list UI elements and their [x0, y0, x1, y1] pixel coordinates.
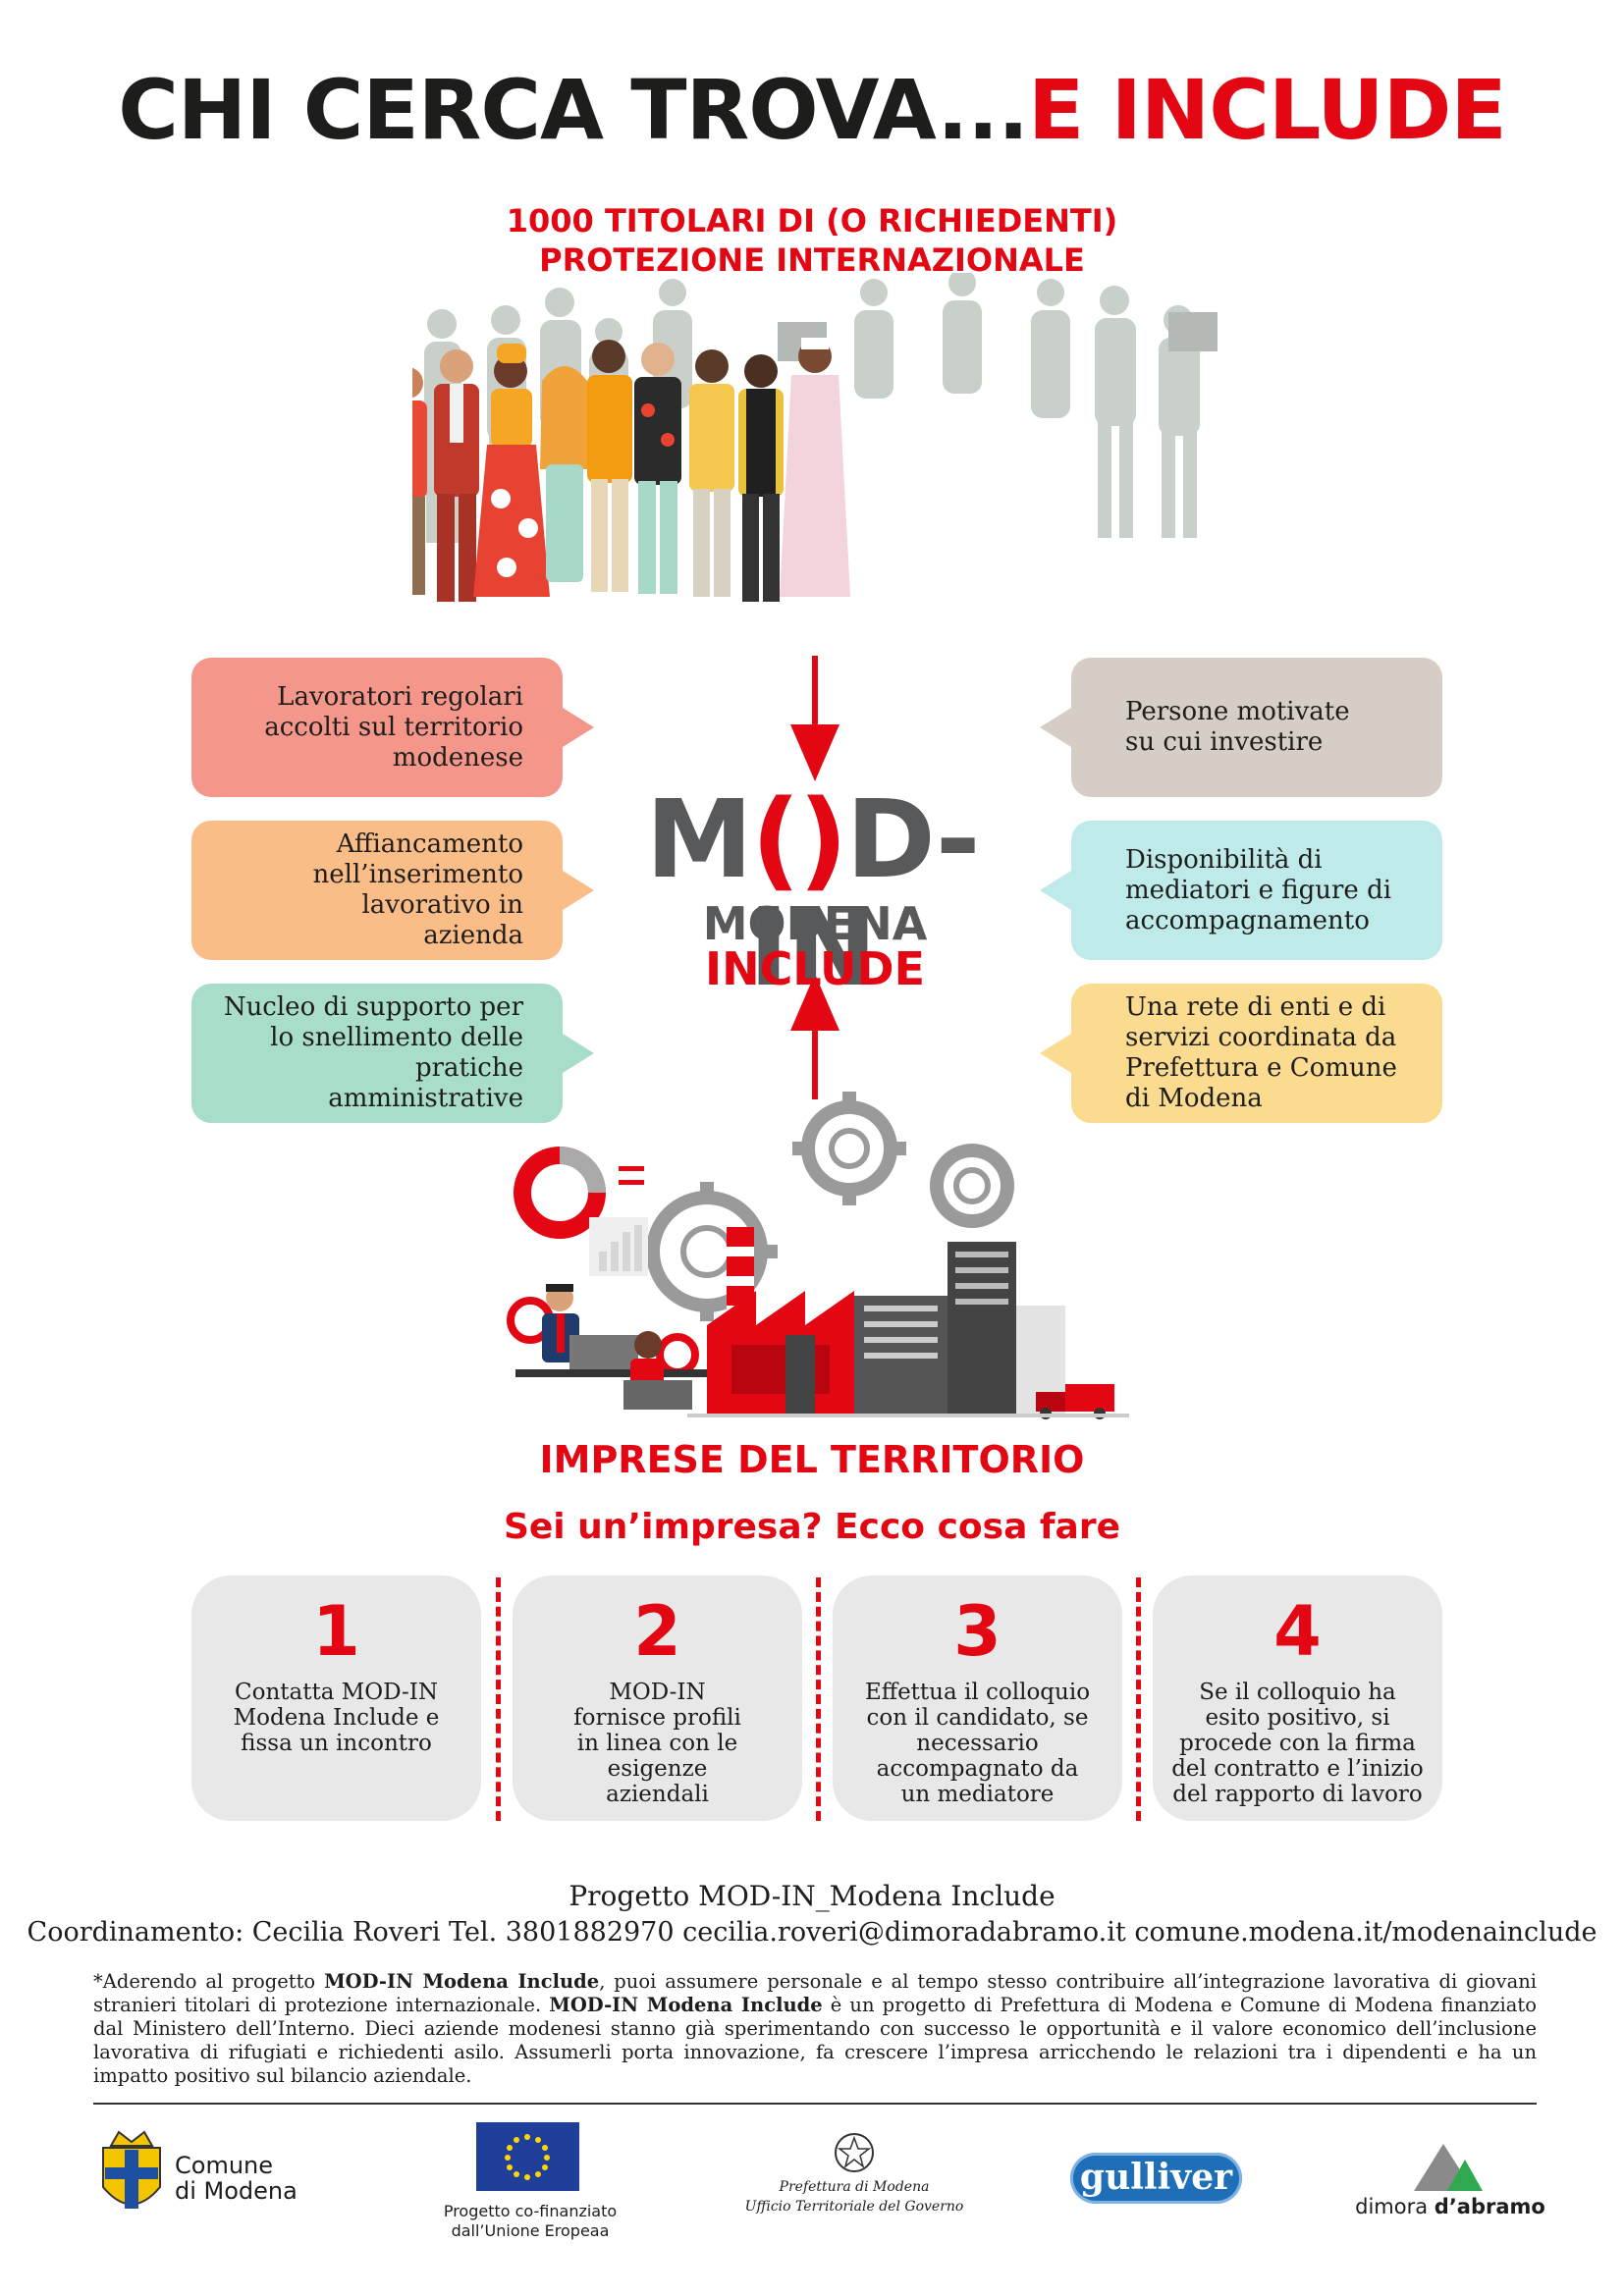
bar-chart-icon [589, 1217, 648, 1276]
left-box-lavoratori: Lavoratori regolari accolti sul territor… [191, 658, 594, 797]
subtitle: 1000 TITOLARI DI (O RICHIEDENTI) PROTEZI… [0, 201, 1624, 280]
office-worker [515, 1284, 722, 1410]
prefettura-logo-text: Prefettura di Modena Ufficio Territorial… [731, 2177, 977, 2216]
step-text: Effettua il colloquio con il candidato, … [864, 1680, 1091, 1807]
title-red-part: E INCLUDE [1028, 62, 1507, 158]
logo-rest: D-IN [748, 776, 981, 1010]
step-divider [816, 1577, 821, 1821]
gulliver-logo: gulliver [1070, 2153, 1242, 2204]
title-dark-part: CHI CERCA TROVA... [118, 62, 1029, 158]
left-box-text: Affiancamento nell’inserimento lavorativ… [312, 829, 523, 950]
page-title: CHI CERCA TROVA...E INCLUDE [0, 69, 1624, 151]
dimora-text-a: dimora [1355, 2195, 1435, 2218]
arrow-down [790, 656, 839, 781]
imprese-label: IMPRESE DEL TERRITORIO [539, 1438, 1085, 1481]
italian-emblem-icon [835, 2133, 874, 2172]
eu-caption-line-1: Progetto co-finanziato [443, 2202, 618, 2220]
dimora-abramo-logo-text: dimora d’abramo [1347, 2195, 1553, 2218]
step-1: 1 Contatta MOD-IN Modena Include e fissa… [191, 1575, 481, 1821]
factory-illustration [507, 1092, 1129, 1419]
arrow-up [790, 974, 839, 1099]
comune-modena-crest-icon [102, 2130, 161, 2209]
eu-caption-line-2: dall’Unione Eropeaa [451, 2221, 610, 2240]
eu-flag-icon [476, 2122, 579, 2191]
right-box-text: Una rete di enti e di servizi coordinata… [1125, 992, 1397, 1113]
disclaimer-part: , puoi assumere personale e al tempo ste… [93, 1970, 1537, 2016]
step-number: 2 [633, 1591, 681, 1672]
step-2: 2 MOD-IN fornisce profili in linea con l… [513, 1575, 802, 1821]
step-number: 1 [312, 1591, 360, 1672]
right-box-text: Disponibilità di mediatori e figure di a… [1125, 844, 1392, 935]
step-divider [496, 1577, 501, 1821]
comune-modena-logo-text: Comune di Modena [175, 2153, 298, 2204]
eu-caption: Progetto co-finanziato dall’Unione Erope… [412, 2202, 648, 2241]
project-name: Progetto MOD-IN_Modena Include [568, 1880, 1056, 1912]
left-box-text: Nucleo di supporto per lo snellimento de… [223, 992, 523, 1113]
left-box-nucleo: Nucleo di supporto per lo snellimento de… [191, 984, 594, 1123]
step-3: 3 Effettua il colloquio con il candidato… [833, 1575, 1122, 1821]
dimora-text-b: d’abramo [1434, 2195, 1545, 2218]
left-box-affiancamento: Affiancamento nell’inserimento lavorativ… [191, 821, 594, 960]
logo-sub-red: INCLUDE [704, 942, 925, 995]
step-text: Se il colloquio ha esito positivo, si pr… [1171, 1680, 1424, 1807]
step-divider [1136, 1577, 1141, 1821]
factory-building [687, 1227, 1129, 1419]
logo-paren-open: ( [750, 776, 800, 902]
right-box-rete: Una rete di enti e di servizi coordinata… [1040, 984, 1442, 1123]
disclaimer-text: *Aderendo al progetto MOD-IN Modena Incl… [93, 1970, 1537, 2088]
donut-chart-icon [514, 1147, 644, 1239]
footer-divider [93, 2103, 1537, 2105]
step-text: Contatta MOD-IN Modena Include e fissa u… [233, 1680, 440, 1756]
subtitle-line-1: 1000 TITOLARI DI (O RICHIEDENTI) [506, 202, 1118, 240]
step-4: 4 Se il colloquio ha esito positivo, si … [1153, 1575, 1442, 1821]
disclaimer-part: è un progetto di Prefettura di Modena e … [93, 1994, 1537, 2087]
right-box-mediatori: Disponibilità di mediatori e figure di a… [1040, 821, 1442, 960]
dimora-abramo-mountain-icon [1414, 2144, 1483, 2191]
logo-m: M [645, 776, 752, 902]
prefettura-line-2: Ufficio Territoriale del Governo [744, 2199, 964, 2215]
step-number: 3 [953, 1591, 1001, 1672]
logo-sub-gray: MODENA [702, 897, 928, 950]
coordination-contact: Coordinamento: Cecilia Roveri Tel. 38018… [27, 1917, 1597, 1948]
mod-in-logo: M()D-IN [616, 785, 1008, 1001]
right-box-persone: Persone motivate su cui investire [1040, 658, 1442, 797]
right-box-text: Persone motivate su cui investire [1125, 697, 1350, 757]
foreground-people [412, 338, 850, 602]
disclaimer-bold: MOD-IN Modena Include [324, 1970, 600, 1993]
comune-line-1: Comune [175, 2152, 274, 2179]
modena-include-logo: MODENA INCLUDE [589, 901, 1041, 991]
step-number: 4 [1273, 1591, 1322, 1672]
prefettura-line-1: Prefettura di Modena [779, 2179, 930, 2195]
comune-line-2: di Modena [175, 2177, 298, 2205]
subtitle-line-2: PROTEZIONE INTERNAZIONALE [539, 241, 1085, 279]
disclaimer-bold: MOD-IN Modena Include [549, 1994, 823, 2016]
disclaimer-part: *Aderendo al progetto [93, 1970, 325, 1993]
step-text: MOD-IN fornisce profili in linea con le … [573, 1680, 741, 1807]
logo-paren-close: ) [798, 776, 847, 902]
people-illustration [412, 273, 1218, 602]
left-box-text: Lavoratori regolari accolti sul territor… [264, 681, 523, 773]
cta-heading: Sei un’impresa? Ecco cosa fare [503, 1507, 1121, 1547]
